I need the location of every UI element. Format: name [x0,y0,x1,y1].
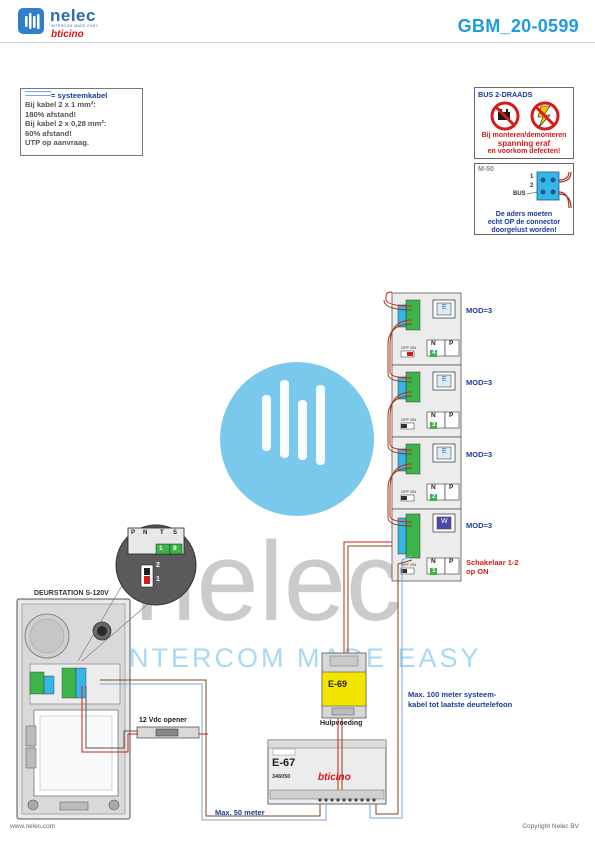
detail-label-p: P [131,530,136,536]
logo-brand: bticino [51,29,84,40]
controller-brand: bticino [318,772,351,783]
nelec-logo-icon [18,8,44,34]
monitor-n-label: N [431,484,436,491]
monitor-bus-wiring [383,291,413,527]
monitor-unit [391,508,462,582]
door-station-detail-callout [77,524,197,662]
detail-switch-1: 1 [156,576,160,583]
power-supply-label: Hulpvoeding [320,720,363,727]
monitor-screen-label: E [442,376,447,383]
detail-label-t: T [160,530,164,536]
monitor-unit [391,292,462,366]
monitor-mod-label: MOD=3 [466,306,493,315]
detail-value-s: 9 [173,545,177,552]
bus-warning-line: spanning eraf [497,139,551,148]
door-station-title: DEURSTATION S-120V [34,590,109,597]
monitor-switch-label: OFF ON [401,562,417,567]
monitor-n-label: N [431,412,436,419]
watermark-circle [220,362,374,516]
monitor-n-value: 3 [432,421,436,428]
bus-warning-title: BUS 2-DRAADS [478,90,533,99]
monitor-n-label: N [431,340,436,347]
door-opener-label: 12 Vdc opener [139,717,187,724]
controller-code: 346050 [272,774,291,780]
door-opener [136,726,200,739]
monitor-screen-label: E [442,448,447,455]
connector-warning-line: De aders moeten [495,211,553,218]
monitor-switch-label: OFF ON [401,417,417,422]
monitor-p-label: P [449,484,454,491]
logo-name: nelec [50,6,96,25]
system-distance-note: Max. 100 meter systeem- kabel tot laatst… [408,690,512,710]
no-power-icons [490,101,560,131]
monitor-n-value: 4 [432,349,436,356]
monitor-p-label: P [449,340,454,347]
connector-terminal-1: 1 [530,174,534,180]
detail-value-n: 1 [159,545,163,552]
connector-terminal-icon [526,171,572,209]
controller [267,739,387,805]
monitor-screen-label: W [441,518,448,525]
monitor-unit [391,364,462,438]
no-voltage-icon [530,101,560,131]
system-cable-legend-icon [25,91,51,96]
footer-website[interactable]: www.nelec.com [10,823,56,830]
watermark-logo-icon [262,380,325,465]
monitor-mod-label: MOD=3 [466,521,493,530]
connector-warning-title: M-50 [478,166,494,173]
logo-tagline: INTERCOM MADE EASY [51,24,99,28]
connector-warning-line: doorgelust worden! [491,227,557,234]
switch-note: Schakelaar 1-2 op ON [466,558,519,576]
monitor-n-value: 1 [432,567,436,574]
cable-note-line: 180% afstand! [25,109,77,119]
monitor-n-value: 2 [432,493,436,500]
connector-warning-line: echt OP de connector [487,219,561,226]
no-plug-icon [490,101,520,131]
cable-note-line: Bij kabel 2 x 1 mm²: [25,100,96,110]
connector-terminal-2: 2 [530,183,534,189]
bus-warning-line: en voorkom defecten! [487,148,561,155]
power-supply [321,652,367,719]
footer-copyright: Copyright Nelec BV [522,823,579,830]
monitor-mod-label: MOD=3 [466,450,493,459]
connector-bus-label: BUS [513,191,526,197]
monitor-screen-label: E [442,304,447,311]
system-cables [81,541,413,821]
detail-switch-2: 2 [156,562,160,569]
monitor-unit [391,436,462,510]
controller-model: E-67 [272,757,296,769]
switch-note-line: op ON [466,567,489,576]
detail-label-n: N [143,530,148,536]
system-distance-line: Max. 100 meter systeem- [408,690,497,699]
cable-note: = systeemkabel Bij kabel 2 x 1 mm²: 180%… [20,88,143,156]
system-distance-line: kabel tot laatste deurtelefoon [408,700,513,709]
door-distance-note: Max. 50 meter [215,808,265,817]
monitor-mod-label: MOD=3 [466,378,493,387]
bus-warning-box: BUS 2-DRAADS Bij monteren/demonteren spa… [474,87,574,159]
watermark-tagline: INTERCOM MADE EASY [118,643,481,673]
power-supply-model: E-69 [328,679,348,689]
monitor-p-label: P [449,558,454,565]
monitor-p-label: P [449,412,454,419]
monitor-switch-label: OFF ON [401,489,417,494]
cable-note-line: UTP op aanvraag. [25,138,90,148]
bus-warning-line: Bij monteren/demonteren [481,132,567,139]
switch-note-line: Schakelaar 1-2 [466,558,519,567]
header-divider [0,42,595,43]
door-station [16,598,131,820]
monitor-switch-label: OFF ON [401,345,417,350]
monitor-n-label: N [431,558,436,565]
cable-note-line: 60% afstand! [25,128,72,138]
logo-brand-text: bticino [51,29,84,40]
connector-warning-box: M-50 1 2 BUS De aders moeten echt OP de … [474,163,574,235]
detail-label-s: S [173,530,178,536]
cable-note-title: = systeemkabel [51,91,108,100]
document-code: GBM_20-0599 [457,16,579,36]
cable-note-line: Bij kabel 2 x 0,28 mm²: [25,119,107,129]
